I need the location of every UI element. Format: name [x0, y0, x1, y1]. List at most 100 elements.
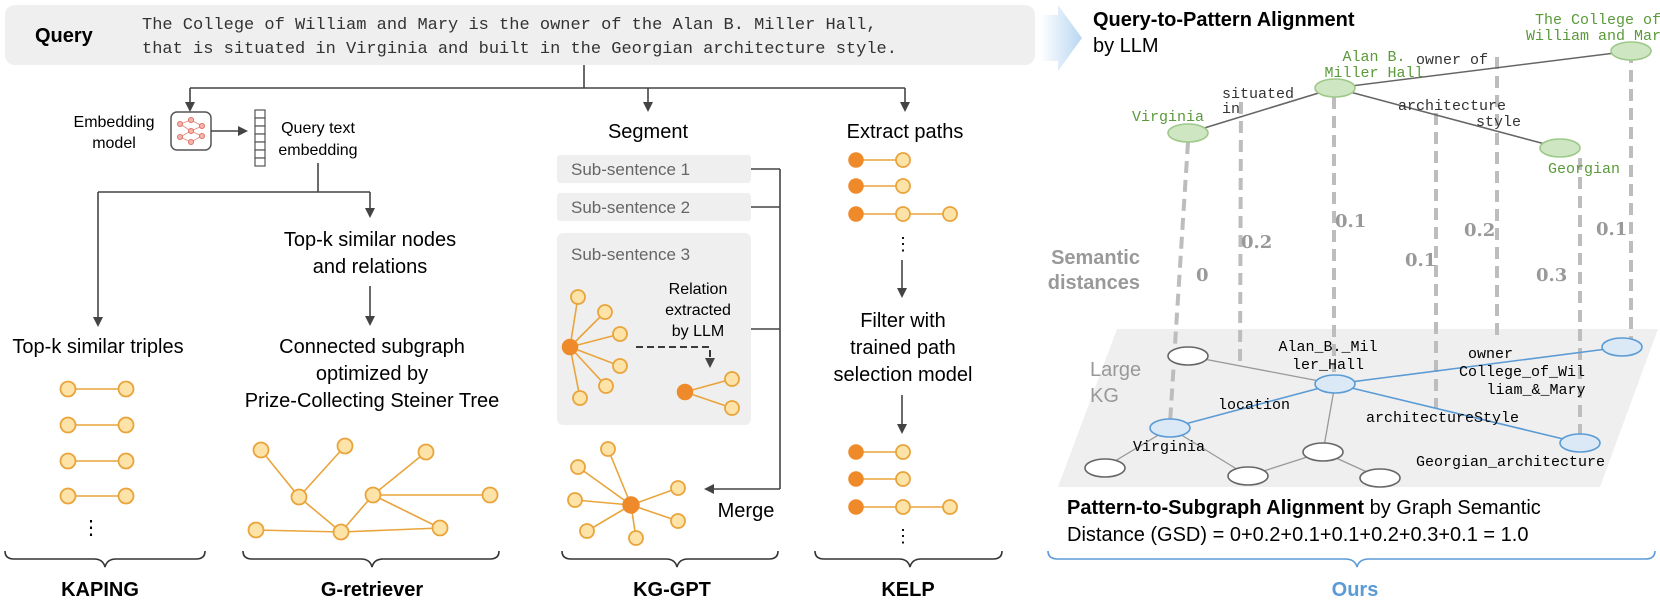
- query-connectors: [185, 65, 910, 112]
- kg-edge-location: location: [1218, 397, 1290, 414]
- distance-value-6: 0.3: [1536, 265, 1567, 286]
- connected-subgraph-label-2: optimized by: [316, 363, 428, 385]
- pattern-node-georgian: Georgian: [1548, 161, 1620, 178]
- method-braces: [4, 550, 1003, 568]
- kg-node-georgian: Georgian_architecture: [1416, 454, 1605, 471]
- sub-sentence-3-box: [557, 233, 751, 425]
- query-text-embedding-label-1: Query text: [281, 120, 355, 137]
- filter-label-2: trained path: [850, 337, 956, 359]
- sub-sentence-1-label: Sub-sentence 1: [571, 160, 690, 179]
- subsentence3-star-graph: [561, 289, 628, 406]
- connected-subgraph-label-1: Connected subgraph: [279, 336, 465, 358]
- kg-node-alan-2: ler_Hall: [1292, 357, 1364, 374]
- large-kg-label-1: Large: [1090, 359, 1141, 381]
- distance-value-5: 0.2: [1464, 220, 1495, 241]
- query-text-line1: The College of William and Mary is the o…: [142, 16, 877, 35]
- kg-node-alan-1: Alan_B._Mil: [1278, 339, 1377, 356]
- pattern-edge-situated-in-2: in: [1222, 101, 1240, 118]
- extract-paths-label: Extract paths: [847, 121, 964, 143]
- pattern-edge-situated-in-1: situated: [1222, 86, 1294, 103]
- merged-graph: [567, 441, 686, 546]
- kaping-ellipsis: ⋮: [81, 517, 101, 539]
- q2p-title: Query-to-Pattern Alignment: [1093, 9, 1355, 31]
- segment-label: Segment: [608, 121, 688, 143]
- query-box: [5, 5, 1035, 65]
- embedding-connectors: [93, 163, 375, 327]
- gretriever-subgraph: [247, 437, 499, 541]
- distance-values: 0 0.2 0.1 0.1 0.2 0.3 0.1: [1196, 211, 1627, 286]
- p2s-caption-line1: Pattern-to-Subgraph Alignment by Graph S…: [1067, 497, 1541, 519]
- kelp-ellipsis-top: ⋮: [894, 234, 912, 254]
- kg-node-college-1: College_of_Wil: [1459, 364, 1585, 381]
- distance-value-1: 0: [1196, 265, 1209, 286]
- filter-label-1: Filter with: [860, 310, 946, 332]
- large-kg-plane: [1058, 329, 1658, 487]
- semantic-distance-lines: [1168, 51, 1633, 439]
- relation-label-1: Relation: [669, 281, 728, 298]
- ours-brace: [1047, 550, 1656, 568]
- kaping-name: KAPING: [61, 579, 139, 601]
- pipeline-arrow-icon: [1040, 5, 1082, 71]
- topk-triples-label: Top-k similar triples: [12, 336, 183, 358]
- distance-value-7: 0.1: [1596, 219, 1627, 240]
- p2s-title: Pattern-to-Subgraph Alignment: [1067, 497, 1364, 519]
- topk-nodes-label-2: and relations: [313, 256, 428, 278]
- neural-network-icon: [170, 111, 212, 151]
- extracted-relation-graph: [676, 371, 740, 416]
- kg-blue-edges: [1169, 346, 1623, 444]
- pattern-edge-owner-of: owner of: [1416, 52, 1488, 69]
- q2p-subtitle: by LLM: [1093, 35, 1159, 57]
- semantic-distances-label-1: Semantic: [1051, 247, 1140, 269]
- connected-subgraph-label-3: Prize-Collecting Steiner Tree: [245, 390, 500, 412]
- query-text-line2: that is situated in Virginia and built i…: [142, 40, 897, 59]
- sub-sentence-3-label: Sub-sentence 3: [571, 245, 690, 264]
- merge-label: Merge: [718, 500, 775, 522]
- pattern-node-college-2: William and Mary: [1526, 28, 1660, 45]
- p2s-title-rest: by Graph Semantic: [1364, 497, 1541, 519]
- embedding-model-label-1: Embedding: [74, 114, 155, 131]
- pattern-node-college-1: The College of: [1535, 12, 1660, 29]
- large-kg-label-2: KG: [1090, 385, 1119, 407]
- gretriever-name: G-retriever: [321, 579, 423, 601]
- relation-label-3: by LLM: [672, 323, 724, 340]
- query-text-embedding-label-2: embedding: [278, 142, 357, 159]
- gsd-equation: Distance (GSD) = 0+0.2+0.1+0.1+0.2+0.3+0…: [1067, 524, 1528, 546]
- sub-sentence-1-box: [557, 155, 751, 183]
- embedding-model-label-2: model: [92, 135, 136, 152]
- relation-label-2: extracted: [665, 302, 731, 319]
- distance-value-3: 0.1: [1335, 211, 1366, 232]
- kg-gray-nodes: [1084, 346, 1401, 488]
- kelp-ellipsis-bottom: ⋮: [894, 526, 912, 546]
- pattern-edges: [1187, 50, 1632, 149]
- ours-name: Ours: [1332, 579, 1379, 601]
- kelp-filtered-paths: [848, 444, 958, 515]
- kg-edge-owner: owner: [1468, 346, 1513, 363]
- merge-connectors: [704, 168, 781, 494]
- sub-sentence-2-label: Sub-sentence 2: [571, 198, 690, 217]
- kg-node-college-2: liam_&_Mary: [1486, 382, 1585, 399]
- kg-node-virginia: Virginia: [1133, 439, 1205, 456]
- query-label: Query: [35, 25, 94, 47]
- kggpt-name: KG-GPT: [633, 579, 711, 601]
- kelp-name: KELP: [881, 579, 934, 601]
- semantic-distances-label-2: distances: [1048, 272, 1140, 294]
- kelp-extracted-paths: [848, 152, 958, 222]
- distance-value-2: 0.2: [1241, 232, 1272, 253]
- kg-edge-architecture-style: architectureStyle: [1366, 410, 1519, 427]
- pattern-nodes: [1167, 41, 1652, 158]
- kaping-triples: [59, 380, 135, 505]
- kg-blue-nodes: [1149, 337, 1643, 453]
- relation-dashed-arrow: [636, 346, 715, 368]
- pattern-edge-architecture-style-1: architecture: [1398, 98, 1506, 115]
- pattern-node-alan-1: Alan B.: [1342, 49, 1405, 66]
- topk-nodes-label-1: Top-k similar nodes: [284, 229, 456, 251]
- pattern-node-virginia: Virginia: [1132, 109, 1204, 126]
- filter-label-3: selection model: [834, 364, 973, 386]
- distance-value-4: 0.1: [1405, 250, 1436, 271]
- pattern-edge-architecture-style-2: style: [1476, 114, 1521, 131]
- pattern-node-alan-2: Miller Hall: [1324, 65, 1423, 82]
- embedding-vector-icon: [254, 109, 266, 167]
- sub-sentence-2-box: [557, 193, 751, 221]
